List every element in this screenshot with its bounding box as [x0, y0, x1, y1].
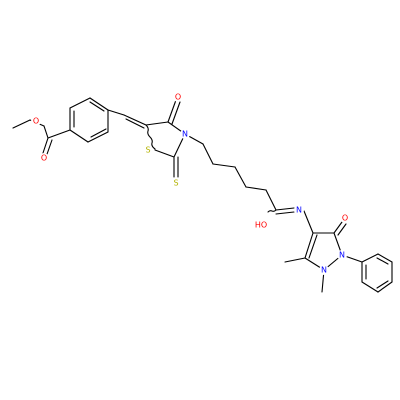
- bond: [212, 163, 236, 168]
- atom-label-pyrazole-nitrogen-1: N: [337, 250, 347, 260]
- bond: [337, 223, 347, 236]
- bond: [69, 97, 91, 109]
- bond: [245, 186, 267, 191]
- atom-label-ester-oxygen: O: [31, 116, 41, 126]
- bond: [167, 99, 177, 123]
- bond: [69, 129, 89, 143]
- bond: [377, 281, 393, 293]
- bond: [202, 143, 214, 165]
- bond: [275, 207, 295, 211]
- bond: [90, 128, 107, 138]
- atom-text: S: [145, 146, 150, 155]
- bond: [333, 221, 343, 234]
- bond: [12, 119, 31, 129]
- atom-text: S: [173, 179, 178, 188]
- atom-text: N: [321, 266, 327, 275]
- bond: [154, 149, 175, 158]
- bond: [376, 280, 389, 289]
- atom-label-ring-oxygen: O: [173, 92, 183, 102]
- bond: [284, 257, 306, 263]
- wavy-bond: [267, 209, 277, 213]
- atom-label-imine-nitrogen: N: [294, 205, 304, 215]
- bond: [234, 166, 247, 188]
- bonds: [12, 97, 393, 293]
- atom-text: O: [342, 214, 348, 223]
- bond: [303, 210, 314, 234]
- atom-text: N: [296, 206, 302, 215]
- bond: [308, 234, 318, 259]
- bond: [41, 137, 49, 157]
- bond: [265, 189, 277, 211]
- atom-text: O: [41, 154, 47, 163]
- wavy-bond: [145, 124, 156, 150]
- bond: [89, 101, 105, 112]
- bond: [123, 114, 147, 126]
- bond: [47, 129, 71, 139]
- bond: [43, 125, 49, 139]
- bond: [361, 281, 379, 293]
- bond: [275, 211, 295, 215]
- atom-label-ring-sulfur: S: [143, 145, 153, 155]
- atom-label-ester-carbonyl-oxygen: O: [39, 153, 49, 163]
- bond: [361, 253, 379, 263]
- bond: [171, 101, 181, 125]
- atom-text: N: [182, 130, 188, 139]
- atom-label-pyrazolone-oxygen: O: [340, 213, 350, 223]
- bond: [125, 118, 145, 129]
- bond: [89, 97, 109, 111]
- atom-text: N: [339, 251, 345, 260]
- bond: [145, 121, 169, 126]
- atom-label-thione-sulfur: S: [171, 178, 181, 188]
- atom-label-ring-nitrogen: N: [180, 129, 190, 139]
- atom-text: HO: [255, 221, 267, 230]
- bond: [87, 131, 109, 143]
- bond: [107, 109, 125, 116]
- bond: [376, 257, 389, 265]
- atom-label-pyrazole-nitrogen-2: N: [319, 265, 329, 275]
- atom-labels: O O O S N S HO: [31, 92, 350, 275]
- atom-text: O: [33, 117, 39, 126]
- atom-text: O: [175, 93, 181, 102]
- atom-label-hydroxy: HO: [253, 220, 267, 230]
- bond: [304, 232, 314, 259]
- bond: [377, 253, 393, 263]
